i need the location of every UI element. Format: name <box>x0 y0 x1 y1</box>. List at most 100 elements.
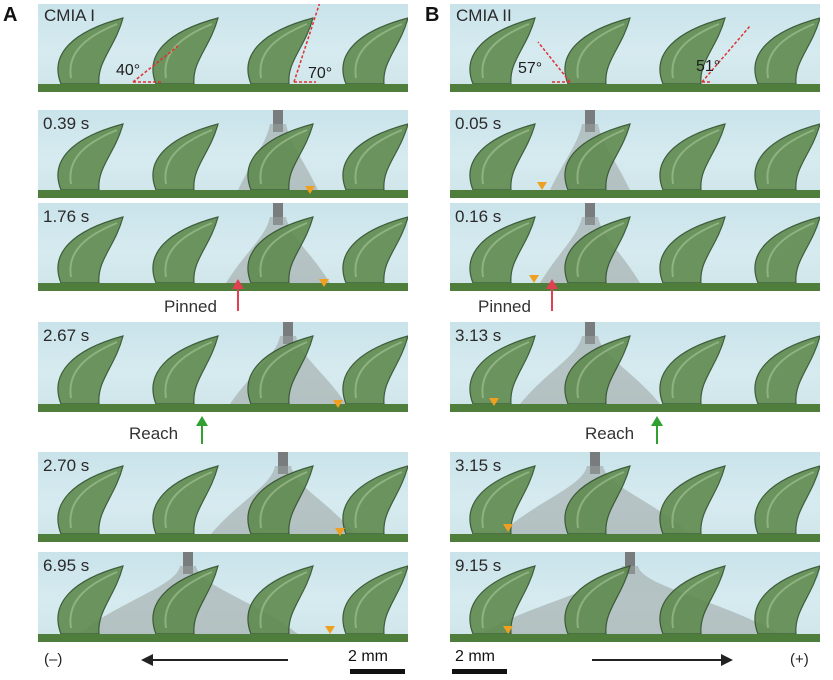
spike-highlight <box>69 222 118 278</box>
spike-post <box>564 123 631 191</box>
pinned-label: Pinned <box>478 297 531 316</box>
panel-a-frame-3: 2.67 s <box>38 322 408 412</box>
orange-marker <box>537 182 547 190</box>
scale-bar-a <box>350 669 405 674</box>
reach-label: Reach <box>129 424 179 443</box>
direction-sign-positive: (+) <box>790 651 809 668</box>
spike-post <box>659 123 726 191</box>
spike-highlight <box>766 341 815 399</box>
spike-post <box>247 465 314 535</box>
spike-highlight <box>164 341 213 399</box>
panel-b-frame-0: CMIA II 57° 51° <box>450 4 820 92</box>
ground-strip <box>450 404 820 412</box>
spike-post <box>564 465 631 535</box>
timestamp: 2.70 s <box>43 456 90 475</box>
spike-post <box>57 216 124 284</box>
needle <box>585 322 595 344</box>
needle <box>283 322 293 344</box>
spike-post <box>152 565 219 635</box>
condition-label: CMIA II <box>456 6 512 25</box>
spike-post <box>754 335 820 405</box>
spike-post <box>564 335 631 405</box>
spike-highlight <box>481 471 530 529</box>
angle-guide-line <box>293 4 321 83</box>
orange-marker <box>529 275 539 283</box>
spike-post <box>469 123 536 191</box>
spike-post <box>469 216 536 284</box>
spike-highlight <box>481 341 530 399</box>
panel-b: CMIA II 57° 51° 0.05 s 0.16 s 3.13 s 3.1… <box>450 0 822 680</box>
spike-highlight <box>766 471 815 529</box>
liquid-drop <box>480 566 780 634</box>
orange-marker <box>325 626 335 634</box>
spike-highlight <box>576 471 625 529</box>
frame-illustration <box>450 452 820 542</box>
left-arrow-icon <box>141 654 153 666</box>
spike-post <box>659 465 726 535</box>
spike-highlight <box>576 571 625 629</box>
timestamp: 0.39 s <box>43 114 90 133</box>
right-arrow-icon <box>721 654 733 666</box>
orange-marker <box>305 186 315 194</box>
spike-highlight <box>354 571 403 629</box>
spike-highlight <box>766 129 815 185</box>
timestamp: 9.15 s <box>455 556 502 575</box>
ground-strip <box>38 283 408 291</box>
spike-post <box>57 335 124 405</box>
orange-marker <box>319 279 329 287</box>
spike-post <box>659 17 726 85</box>
frame-illustration <box>38 203 408 291</box>
frame-illustration <box>38 322 408 412</box>
spike-post <box>342 123 408 191</box>
spike-highlight <box>164 222 213 278</box>
panel-b-frame-5: 9.15 s <box>450 552 820 642</box>
panel-b-frame-1: 0.05 s <box>450 110 820 198</box>
spike-highlight <box>69 129 118 185</box>
panel-a-frame-2: 1.76 s <box>38 203 408 291</box>
scale-bar-b <box>452 669 507 674</box>
spike-highlight <box>766 222 815 278</box>
spike-highlight <box>69 571 118 629</box>
ground-strip <box>38 534 408 542</box>
spike-post <box>342 465 408 535</box>
spike-post <box>342 565 408 635</box>
spike-post <box>659 565 726 635</box>
frame-illustration <box>38 452 408 542</box>
orange-marker <box>489 398 499 406</box>
direction-sign-negative: (–) <box>44 651 63 668</box>
spike-highlight <box>259 571 308 629</box>
spike-post <box>754 216 820 284</box>
ground-strip <box>38 190 408 198</box>
panel-a-frame-4: 2.70 s <box>38 452 408 542</box>
spike-post <box>247 335 314 405</box>
spike-post <box>247 565 314 635</box>
spike-highlight <box>481 129 530 185</box>
spike-highlight <box>671 129 720 185</box>
spike-highlight <box>69 471 118 529</box>
ground-strip <box>38 634 408 642</box>
frame-illustration <box>38 552 408 642</box>
reach-label: Reach <box>585 424 635 443</box>
spike-post <box>659 216 726 284</box>
spike-highlight <box>259 471 308 529</box>
needle <box>585 203 595 225</box>
spike-post <box>564 565 631 635</box>
needle <box>183 552 193 574</box>
frame-illustration <box>38 110 408 198</box>
frame-illustration <box>450 17 820 92</box>
angle-label-right: 51° <box>696 58 721 75</box>
timestamp: 0.05 s <box>455 114 502 133</box>
frame-illustration <box>450 110 820 198</box>
angle-label-left: 40° <box>116 62 141 79</box>
panel-a-frame-1: 0.39 s <box>38 110 408 198</box>
spike-highlight <box>164 471 213 529</box>
ground-strip <box>450 634 820 642</box>
scale-label-a: 2 mm <box>348 648 388 665</box>
ground-strip <box>38 84 408 92</box>
angle-guide-line <box>701 25 751 83</box>
spike-highlight <box>164 23 213 79</box>
panel-b-letter: B <box>425 4 440 26</box>
spike-post <box>57 465 124 535</box>
reach-arrow-icon <box>651 416 663 444</box>
spike-highlight <box>671 341 720 399</box>
